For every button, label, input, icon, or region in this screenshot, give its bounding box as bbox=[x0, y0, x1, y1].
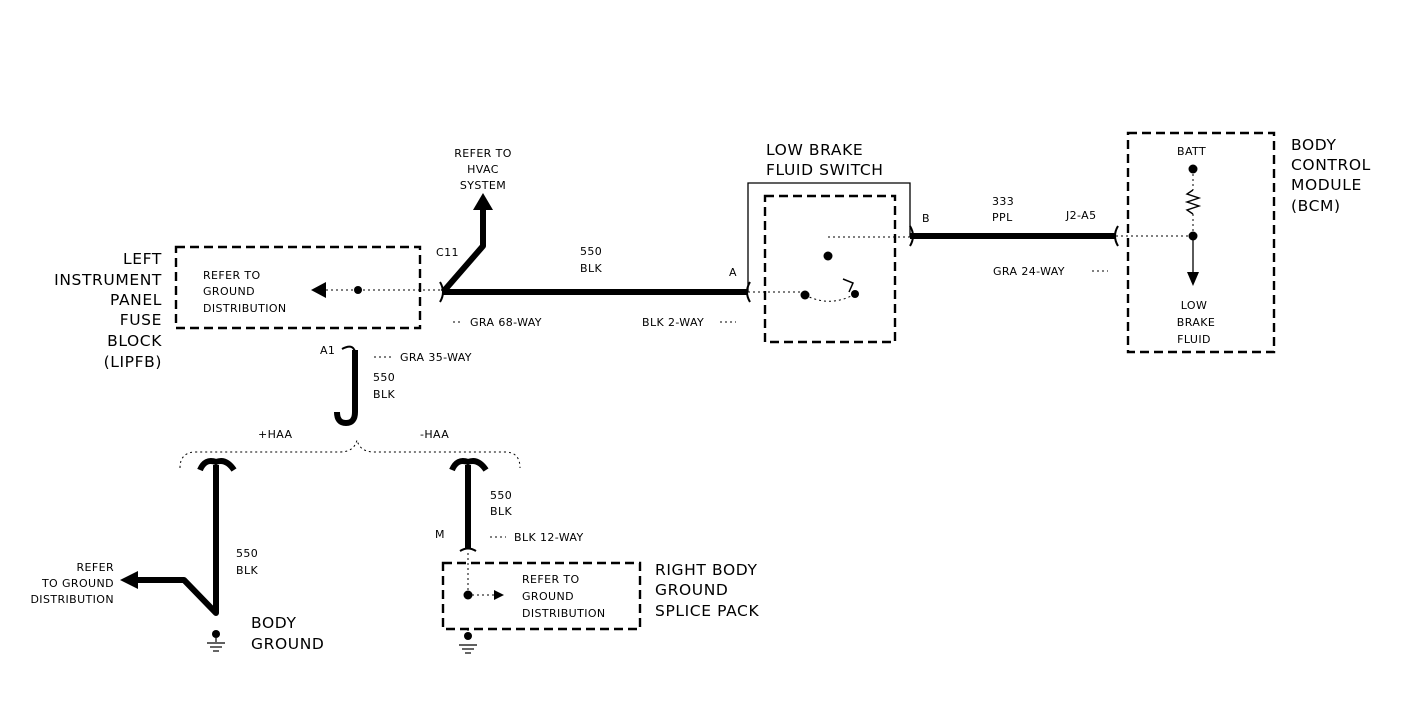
down-wire-color: BLK bbox=[373, 388, 395, 401]
splice-name-line-2: GROUND bbox=[655, 581, 728, 599]
left-branch-arrow-icon bbox=[120, 571, 138, 589]
switch-pin-a: A bbox=[729, 266, 737, 279]
hvac-ref-line-3: SYSTEM bbox=[460, 179, 506, 192]
body-ground-dot bbox=[212, 630, 220, 638]
splice-ref-line-2: GROUND bbox=[522, 590, 574, 603]
left-branch-connector-icon bbox=[197, 458, 237, 472]
down-wire: 550 BLK bbox=[334, 345, 395, 426]
bcm-arrow-icon bbox=[1187, 272, 1199, 286]
splice-conn: BLK 12-WAY bbox=[514, 531, 584, 544]
bcm-name-line-3: MODULE bbox=[1291, 176, 1362, 194]
down-wire-line bbox=[334, 350, 358, 426]
bcm-low-line-1: LOW bbox=[1181, 299, 1207, 312]
left-branch: 550 BLK REFER TO GROUND DISTRIBUTION BOD… bbox=[30, 458, 324, 653]
c11-connector-icon bbox=[439, 281, 444, 303]
right-branch-color: BLK bbox=[490, 505, 512, 518]
lipfb-ref-line-3: DISTRIBUTION bbox=[203, 302, 287, 315]
splice-name-line-1: RIGHT BODY bbox=[655, 561, 758, 579]
body-ground-ref-line-1: REFER bbox=[76, 561, 114, 574]
lipfb-component: LEFT INSTRUMENT PANEL FUSE BLOCK (LIPFB)… bbox=[54, 245, 542, 371]
lipfb-box bbox=[174, 245, 422, 330]
lipfb-pin-c11: C11 bbox=[436, 246, 459, 259]
lipfb-conn-c: GRA 68-WAY bbox=[470, 316, 542, 329]
splice-ref-line-3: DISTRIBUTION bbox=[522, 607, 606, 620]
m-connector-icon bbox=[459, 547, 477, 552]
bcm-component: BODY CONTROL MODULE (BCM) BATT LOW BRAKE… bbox=[993, 131, 1371, 354]
bcm-wire-circuit: 333 bbox=[992, 195, 1014, 208]
splice-pack: REFER TO GROUND DISTRIBUTION RIGHT BODY … bbox=[441, 553, 759, 654]
switch-box bbox=[763, 194, 897, 344]
main-wire: 550 BLK bbox=[439, 245, 751, 303]
right-branch-circuit: 550 bbox=[490, 489, 512, 502]
lipfb-name-line-6: (LIPFB) bbox=[104, 353, 162, 371]
low-brake-fluid-switch: LOW BRAKE FLUID SWITCH A B BLK 2-WAY bbox=[642, 141, 930, 344]
switch-pivot bbox=[851, 290, 859, 298]
lipfb-arrow-icon bbox=[311, 282, 326, 298]
body-ground-ref-line-3: DISTRIBUTION bbox=[30, 593, 114, 606]
bcm-wire: 333 PPL bbox=[909, 195, 1119, 247]
bcm-batt: BATT bbox=[1177, 145, 1206, 158]
body-ground-ref-line-2: TO GROUND bbox=[41, 577, 114, 590]
body-ground-name-line-1: BODY bbox=[251, 614, 297, 632]
splice-ground-dot bbox=[464, 632, 472, 640]
main-wire-color: BLK bbox=[580, 262, 602, 275]
lipfb-name-line-3: PANEL bbox=[110, 291, 162, 309]
switch-name-line-2: FLUID SWITCH bbox=[766, 161, 884, 179]
switch-outline bbox=[747, 182, 911, 292]
left-branch-circuit: 550 bbox=[236, 547, 258, 560]
option-plus-haa: +HAA bbox=[258, 428, 293, 441]
switch-pin-b: B bbox=[922, 212, 930, 225]
resistor-icon bbox=[1184, 189, 1202, 215]
splice-box bbox=[441, 561, 642, 631]
bcm-connector-icon bbox=[1114, 225, 1119, 247]
bcm-box bbox=[1126, 131, 1276, 354]
lipfb-ref-line-1: REFER TO bbox=[203, 269, 261, 282]
hvac-ref-line-1: REFER TO bbox=[454, 147, 512, 160]
hvac-ref-line-2: HVAC bbox=[467, 163, 499, 176]
splice-ref-line-1: REFER TO bbox=[522, 573, 580, 586]
left-branch-wire bbox=[138, 465, 219, 616]
body-ground-name-line-2: GROUND bbox=[251, 635, 324, 653]
bcm-name-line-4: (BCM) bbox=[1291, 197, 1341, 215]
switch-contact-top bbox=[823, 251, 833, 261]
switch-b-connector-icon bbox=[909, 225, 914, 247]
lipfb-pin-a1: A1 bbox=[320, 344, 335, 357]
right-branch: 550 BLK M BLK 12-WAY bbox=[435, 458, 584, 552]
lipfb-conn-a: GRA 35-WAY bbox=[400, 351, 472, 364]
hvac-wire bbox=[440, 208, 486, 294]
switch-arrow-icon bbox=[842, 278, 855, 293]
main-wire-circuit: 550 bbox=[580, 245, 602, 258]
bcm-pin: J2-A5 bbox=[1065, 209, 1097, 222]
switch-a-connector-icon bbox=[746, 281, 751, 303]
splice-dot bbox=[463, 590, 473, 600]
left-branch-color: BLK bbox=[236, 564, 258, 577]
switch-conn: BLK 2-WAY bbox=[642, 316, 704, 329]
bcm-wire-color: PPL bbox=[992, 211, 1013, 224]
lipfb-splice-dot bbox=[354, 286, 362, 294]
option-minus-haa: -HAA bbox=[420, 428, 449, 441]
bcm-name-line-2: CONTROL bbox=[1291, 156, 1371, 174]
splice-arrow-icon bbox=[494, 590, 504, 600]
lipfb-ref-line-2: GROUND bbox=[203, 285, 255, 298]
switch-lever bbox=[804, 293, 856, 302]
bcm-low-line-3: FLUID bbox=[1177, 333, 1211, 346]
option-bracket: +HAA -HAA bbox=[179, 428, 521, 469]
splice-pin-m: M bbox=[435, 528, 445, 541]
bcm-conn: GRA 24-WAY bbox=[993, 265, 1065, 278]
lipfb-name-line-1: LEFT bbox=[123, 250, 162, 268]
switch-name-line-1: LOW BRAKE bbox=[766, 141, 863, 159]
bcm-name-line-1: BODY bbox=[1291, 136, 1337, 154]
down-wire-circuit: 550 bbox=[373, 371, 395, 384]
right-branch-connector-icon bbox=[449, 458, 489, 472]
hvac-reference: REFER TO HVAC SYSTEM bbox=[440, 147, 512, 294]
splice-name-line-3: SPLICE PACK bbox=[655, 602, 759, 620]
lipfb-name-line-2: INSTRUMENT bbox=[54, 271, 162, 289]
hvac-arrow-icon bbox=[473, 193, 493, 210]
lipfb-name-line-4: FUSE bbox=[120, 311, 162, 329]
lipfb-name-line-5: BLOCK bbox=[107, 332, 162, 350]
bcm-low-line-2: BRAKE bbox=[1177, 316, 1215, 329]
